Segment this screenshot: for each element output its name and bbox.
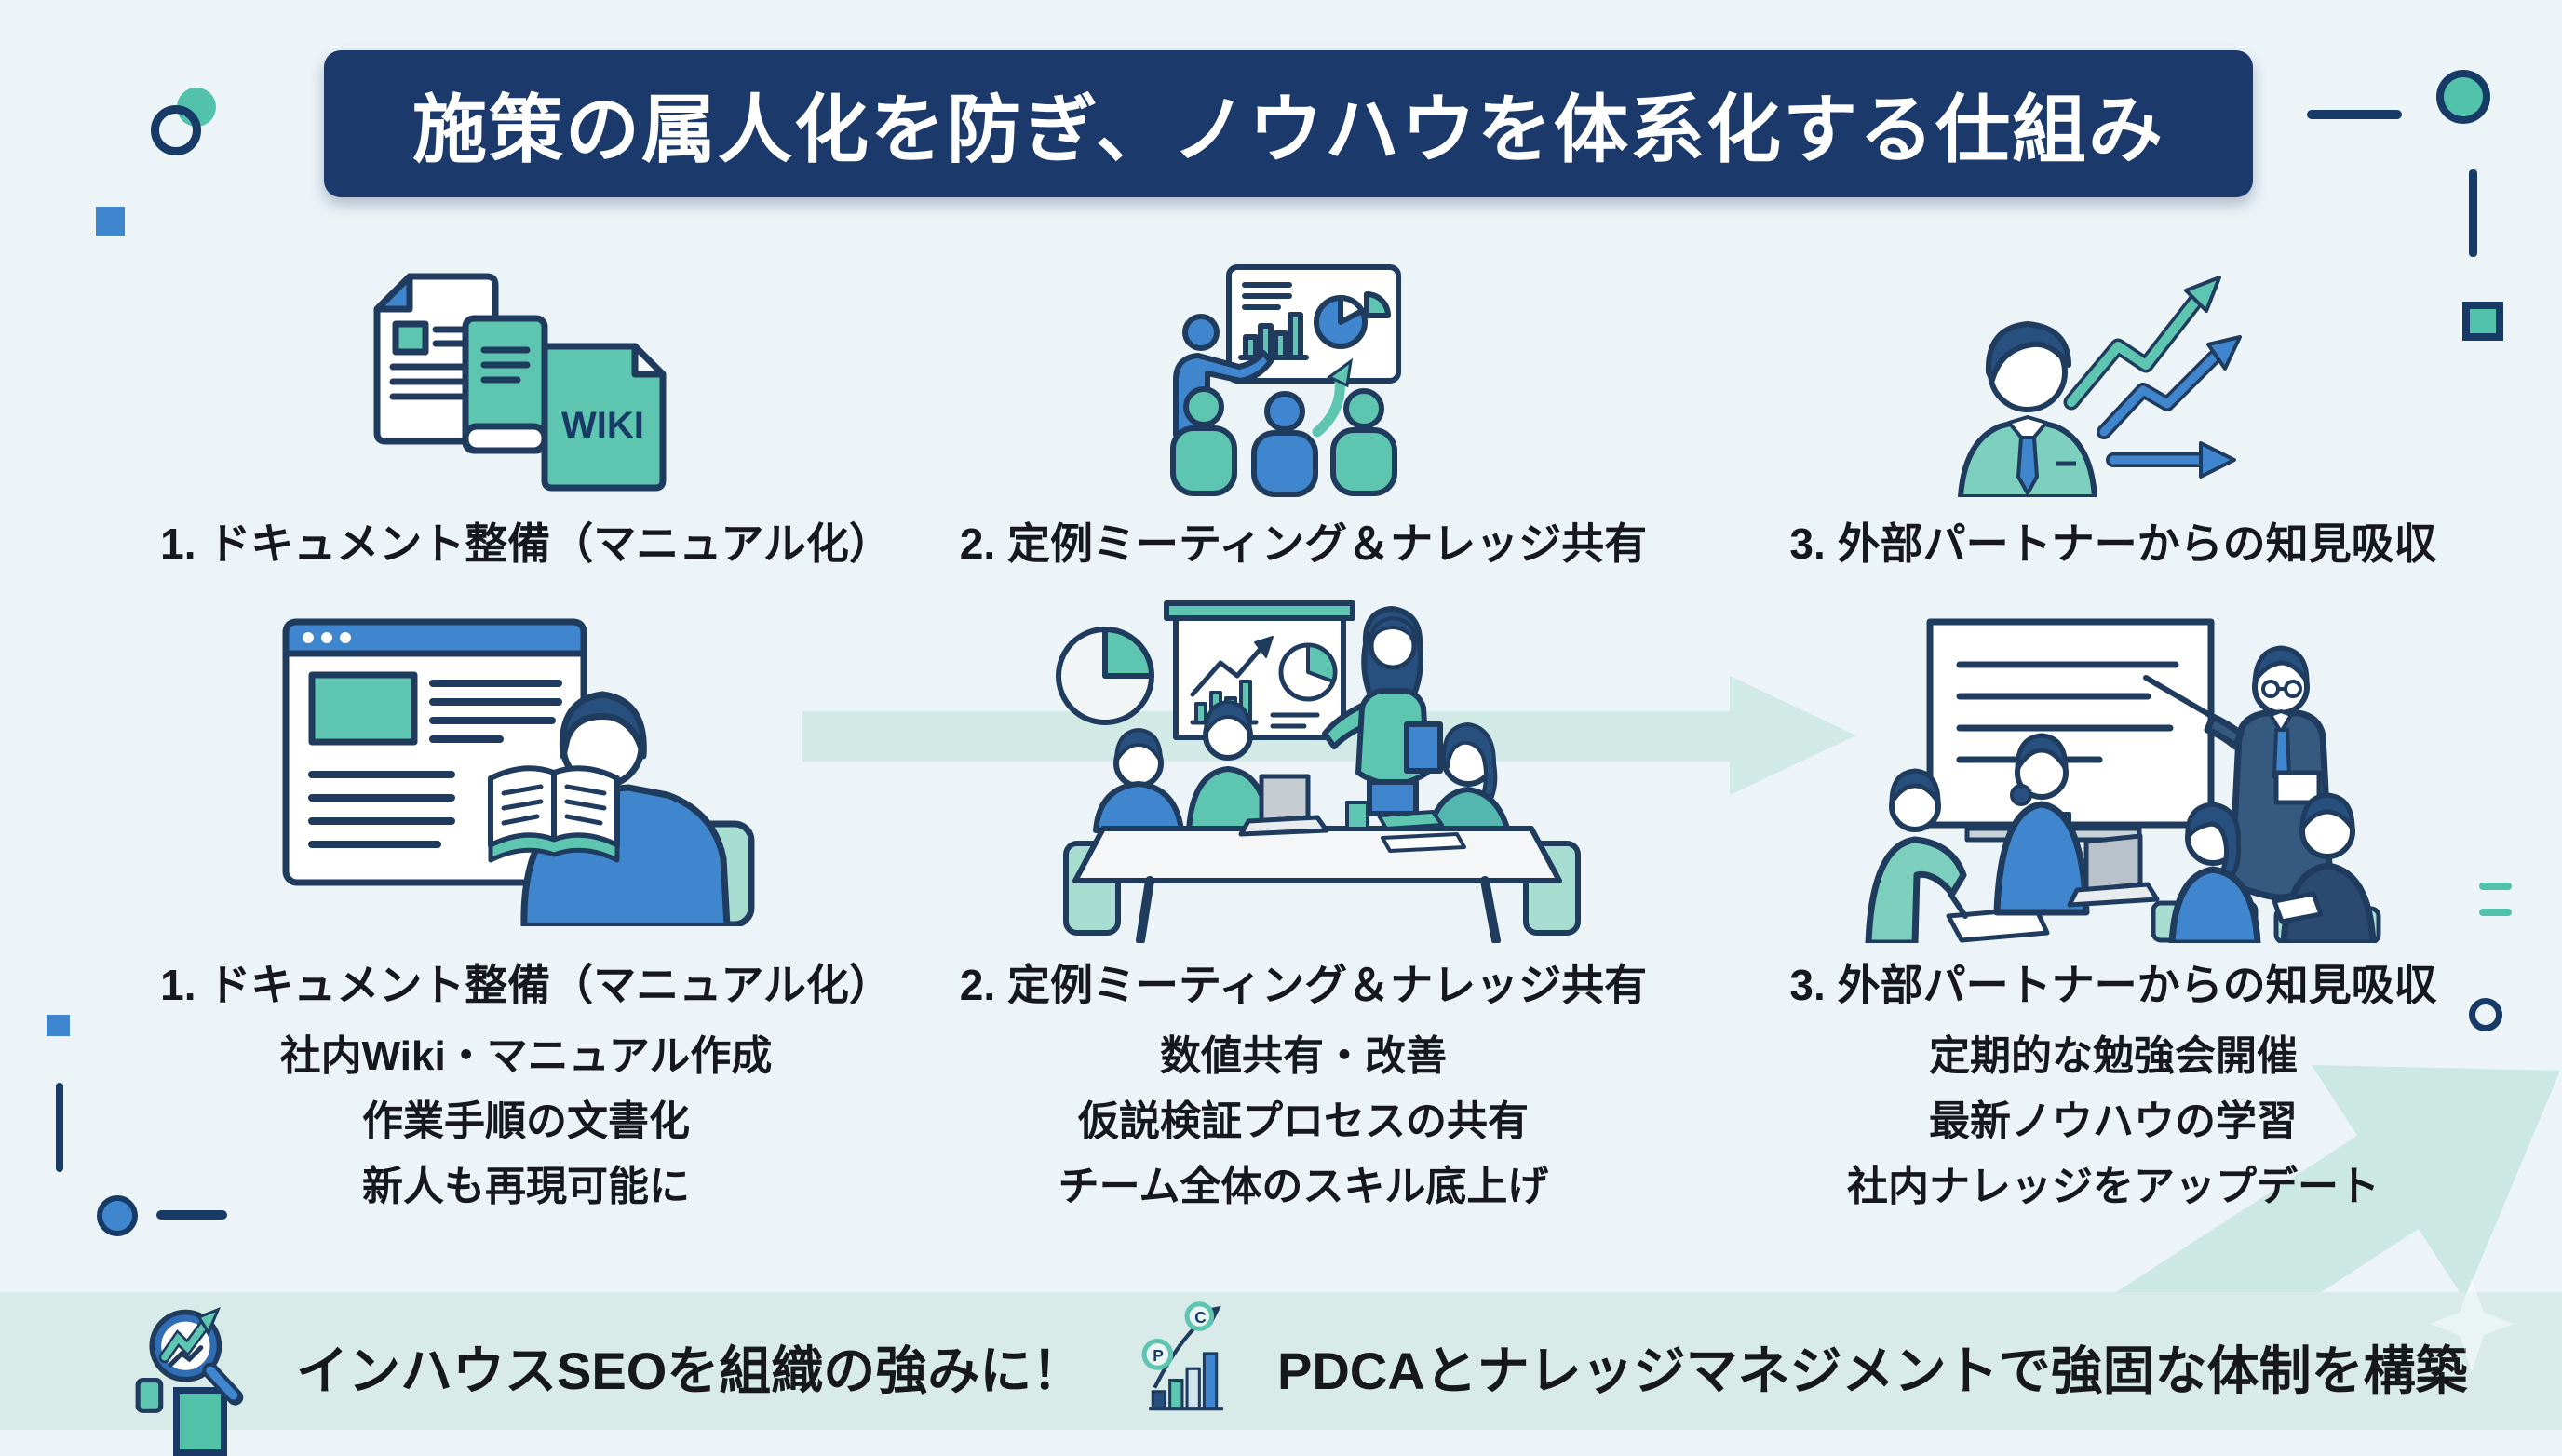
deco-teal-dash-right-a [2479, 883, 2512, 890]
detail-item: 新人も再現可能に [362, 1164, 690, 1209]
training-session-illustration [1865, 618, 2381, 943]
title-banner: 施策の属人化を防ぎ、ノウハウを体系化する仕組み [324, 50, 2253, 197]
partner-growth-icon [1958, 276, 2242, 497]
step-label-1: 1. ドキュメント整備（マニュアル化） [160, 519, 892, 568]
deco-teal-circle-top-right [2436, 70, 2490, 124]
detail-heading-1: 1. ドキュメント整備（マニュアル化） [160, 961, 892, 1009]
page-title: 施策の属人化を防ぎ、ノウハウを体系化する仕組み [412, 88, 2164, 171]
detail-item: 最新ノウハウの学習 [1929, 1099, 2298, 1144]
detail-item: チーム全体のスキル底上げ [1058, 1164, 1549, 1209]
deco-navy-ring-top-left [151, 105, 201, 155]
footer-bar [0, 1292, 2562, 1430]
step-label-2: 2. 定例ミーティング＆ナレッジ共有 [959, 519, 1648, 568]
detail-item: 定期的な勉強会開催 [1929, 1033, 2298, 1079]
documents-wiki-icon: WIKI [373, 273, 667, 492]
deco-teal-dash-right-b [2479, 909, 2512, 916]
detail-heading-3: 3. 外部パートナーからの知見吸収 [1789, 961, 2437, 1009]
detail-item: 作業手順の文書化 [362, 1099, 690, 1144]
detail-item: 社内Wiki・マニュアル作成 [279, 1033, 773, 1079]
detail-items-2: 数値共有・改善 仮説検証プロセスの共有 チーム全体のスキル底上げ [875, 1024, 1732, 1220]
detail-items-1: 社内Wiki・マニュアル作成 作業手順の文書化 新人も再現可能に [98, 1024, 954, 1220]
team-meeting-illustration [1056, 600, 1581, 943]
browser-reading-illustration [282, 618, 755, 926]
deco-navy-line-top-right [2469, 169, 2477, 257]
footer-right-text: PDCAとナレッジマネジメントで強固な体制を構築 [1277, 1341, 2468, 1400]
deco-teal-square-right [2462, 302, 2503, 341]
deco-navy-ring-right-middle [2469, 998, 2502, 1031]
seo-magnifier-icon [135, 1306, 244, 1413]
detail-item: 数値共有・改善 [1160, 1033, 1447, 1079]
deco-navy-dash-left-bottom [156, 1210, 227, 1220]
detail-item: 仮説検証プロセスの共有 [1078, 1099, 1529, 1144]
watermark-arrow-icon [2430, 1279, 2514, 1372]
deco-navy-line-left [56, 1083, 63, 1172]
footer-left-text: インハウスSEOを組織の強みに！ [296, 1341, 1085, 1400]
detail-heading-2: 2. 定例ミーティング＆ナレッジ共有 [959, 961, 1648, 1009]
meeting-presentation-icon [1170, 264, 1401, 497]
pdca-p-letter: P [1153, 1346, 1164, 1365]
deco-navy-dash-top-right [2307, 110, 2402, 119]
pdca-chart-icon: P C [1141, 1301, 1223, 1411]
detail-item: 社内ナレッジをアップデート [1847, 1164, 2380, 1209]
detail-items-3: 定期的な勉強会開催 最新ノウハウの学習 社内ナレッジをアップデート [1685, 1024, 2542, 1220]
pdca-c-letter: C [1194, 1308, 1207, 1327]
deco-blue-circle-left-bottom [97, 1195, 138, 1236]
wiki-label: WIKI [561, 405, 644, 446]
step-label-3: 3. 外部パートナーからの知見吸収 [1789, 519, 2437, 568]
deco-blue-square-left-middle [47, 1015, 70, 1036]
deco-blue-square-top-left [96, 207, 125, 236]
